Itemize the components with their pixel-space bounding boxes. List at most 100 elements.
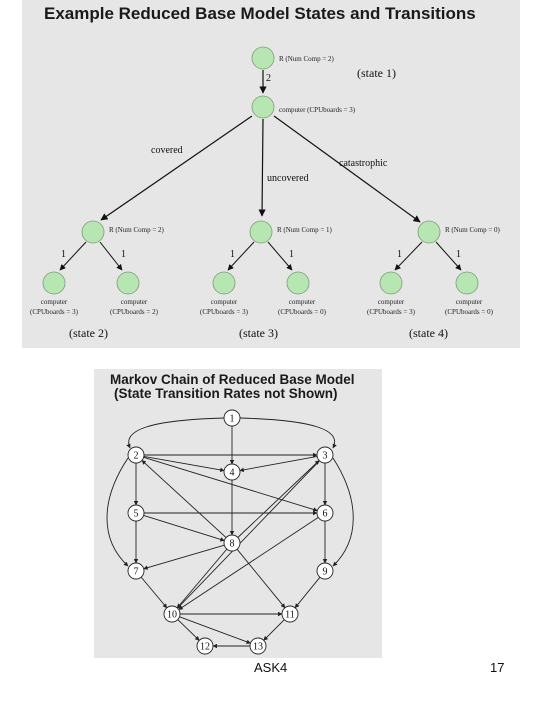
state-4-label: (state 4) [409, 326, 448, 340]
state-3-group: R (Num Comp = 1) 1 1 computer (CPUboards… [200, 220, 333, 340]
markov-node-label-10: 10 [167, 610, 177, 621]
markov-node-label-13: 13 [253, 642, 263, 653]
markov-node-label-2: 2 [134, 451, 139, 462]
markov-curve-2-7 [106, 457, 129, 567]
markov-edge-8-2 [141, 460, 227, 538]
computer-node [251, 95, 275, 119]
state-2-label: (state 2) [69, 326, 108, 340]
r-node-state-4 [417, 220, 441, 244]
svg-text:(CPUboards = 3): (CPUboards = 3) [30, 308, 79, 316]
leaf-left-state-3 [212, 271, 236, 295]
markov-edge-8-10 [176, 548, 228, 609]
leaf-right-state-3 [286, 271, 310, 295]
svg-text:computer: computer [378, 298, 405, 306]
markov-node-label-5: 5 [134, 509, 139, 520]
uncovered-edge [258, 118, 266, 217]
root-node [251, 46, 275, 70]
left-rate-state-2: 1 [61, 249, 66, 260]
r-label-state-3: R (Num Comp = 1) [277, 226, 333, 234]
markov-edge-2-6 [143, 456, 318, 512]
svg-text:computer: computer [121, 298, 148, 306]
markov-node-label-4: 4 [230, 468, 235, 479]
markov-node-label-9: 9 [323, 567, 328, 578]
markov-curve-3-9 [332, 457, 354, 567]
markov-node-label-7: 7 [134, 567, 139, 578]
uncovered-label: uncovered [267, 173, 309, 184]
leaf-left-state-2 [42, 271, 66, 295]
footer-author: ASK4 [254, 660, 288, 675]
markov-node-4 [223, 463, 241, 481]
markov-edge-2-4 [143, 455, 225, 473]
svg-text:(CPUboards = 0): (CPUboards = 0) [278, 308, 327, 316]
markov-edge-8-11 [236, 548, 286, 609]
markov-edge-3-10 [177, 460, 320, 609]
r-node-state-3 [249, 220, 273, 244]
left-rate-state-4: 1 [397, 249, 402, 260]
root-edge-label: 2 [266, 73, 271, 84]
r-node-state-2 [81, 220, 105, 244]
catastrophic-label: catastrophic [339, 158, 388, 169]
markov-edge-9-11 [294, 576, 321, 609]
markov-node-5 [127, 504, 145, 522]
markov-node-10 [163, 605, 181, 623]
markov-node-8 [223, 534, 241, 552]
state-4-group: R (Num Comp = 0) 1 1 computer (CPUboards… [367, 220, 501, 340]
leaf-right-state-4 [455, 271, 479, 295]
computer-node-label: computer (CPUboards = 3) [279, 106, 356, 114]
markov-edge-10-12 [177, 619, 200, 641]
markov-edges [106, 417, 354, 649]
right-rate-state-4: 1 [456, 249, 461, 260]
markov-edge-11-13 [263, 619, 285, 641]
markov-edge-8-3 [237, 460, 320, 538]
markov-node-11 [281, 605, 299, 623]
root-node-label: R (Num Comp = 2) [279, 55, 335, 63]
left-rate-state-3: 1 [230, 249, 235, 260]
footer-page-number: 17 [490, 660, 505, 675]
r-label-state-2: R (Num Comp = 2) [109, 226, 165, 234]
markov-curve-1-2 [126, 417, 225, 449]
leaf-left-state-4 [379, 271, 403, 295]
right-rate-state-2: 1 [121, 249, 126, 260]
svg-text:computer: computer [211, 298, 238, 306]
markov-node-6 [316, 504, 334, 522]
svg-text:(CPUboards = 0): (CPUboards = 0) [445, 308, 494, 316]
covered-edge [100, 115, 253, 221]
markov-node-label-12: 12 [200, 642, 210, 653]
markov-edge-7-10 [140, 576, 168, 609]
state-3-label: (state 3) [239, 326, 278, 340]
markov-node-label-6: 6 [323, 509, 328, 520]
markov-node-label-11: 11 [285, 610, 295, 621]
markov-node-label-1: 1 [230, 414, 235, 425]
markov-title-1: Markov Chain of Reduced Base Model [110, 372, 355, 387]
state-1-label: (state 1) [357, 66, 396, 80]
svg-text:(CPUboards = 3): (CPUboards = 3) [200, 308, 249, 316]
markov-node-13 [249, 637, 267, 655]
markov-edge-3-4 [239, 455, 318, 473]
markov-node-9 [316, 562, 334, 580]
markov-node-3 [316, 446, 334, 464]
markov-node-1 [223, 409, 241, 427]
markov-edge-10-13 [179, 616, 251, 644]
covered-label: covered [151, 145, 183, 156]
markov-edge-5-8 [143, 514, 225, 542]
markov-node-label-3: 3 [323, 451, 328, 462]
leaf-right-state-2 [116, 271, 140, 295]
svg-text:computer: computer [289, 298, 316, 306]
catastrophic-edge [273, 115, 421, 223]
markov-curve-1-3 [239, 417, 337, 449]
right-rate-state-3: 1 [289, 249, 294, 260]
top-title: Example Reduced Base Model States and Tr… [44, 4, 476, 23]
markov-node-12 [196, 637, 214, 655]
state-2-group: R (Num Comp = 2) 1 1 computer (CPUboards… [30, 220, 165, 340]
markov-title-2: (State Transition Rates not Shown) [114, 386, 338, 401]
markov-node-2 [127, 446, 145, 464]
r-label-state-4: R (Num Comp = 0) [445, 226, 501, 234]
markov-edge-8-7 [143, 544, 225, 570]
markov-node-label-8: 8 [230, 539, 235, 550]
svg-text:(CPUboards = 3): (CPUboards = 3) [367, 308, 416, 316]
markov-node-7 [127, 562, 145, 580]
svg-text:(CPUboards = 2): (CPUboards = 2) [110, 308, 159, 316]
svg-text:computer: computer [41, 298, 68, 306]
